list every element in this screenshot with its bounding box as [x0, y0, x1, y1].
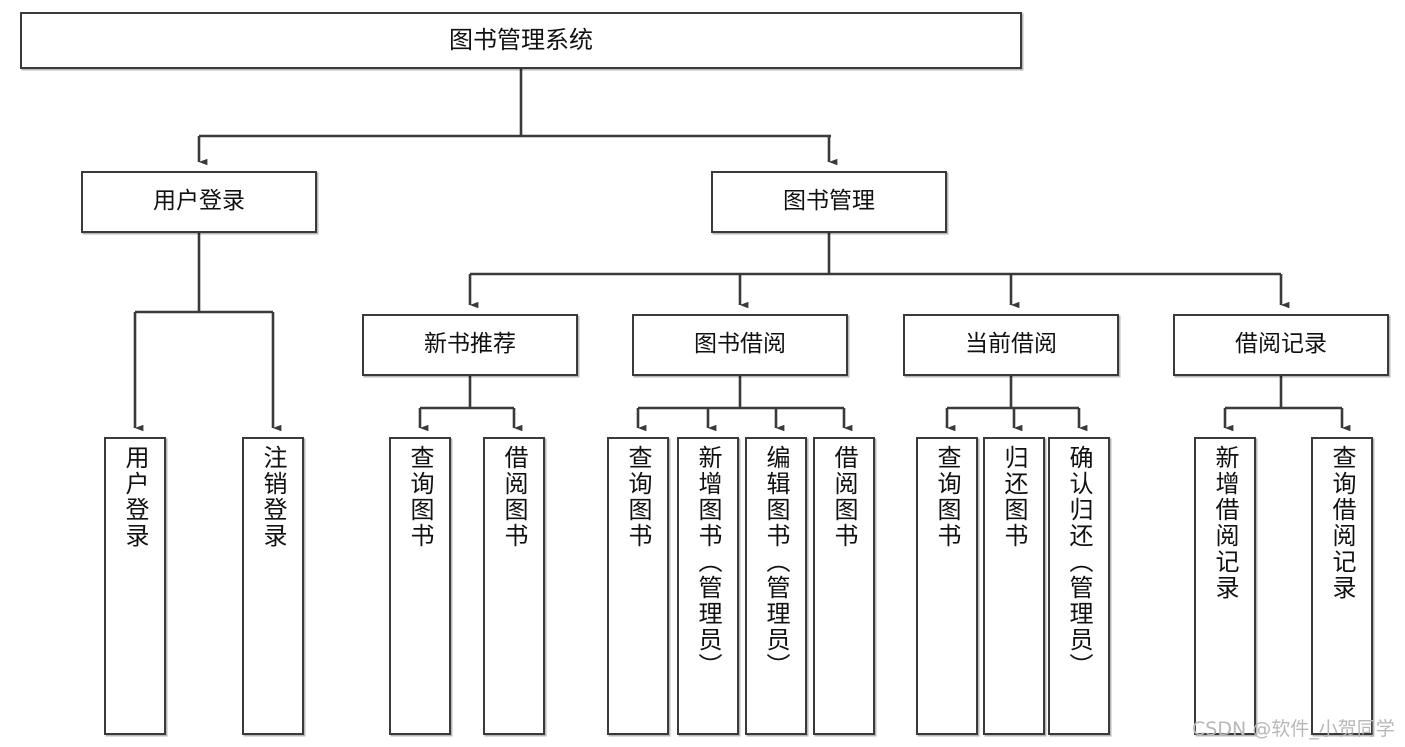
- leaf-node-label: 查询图书: [933, 445, 961, 549]
- leaf-node[interactable]: 查询图书: [607, 437, 669, 735]
- leaf-node[interactable]: 借阅图书: [813, 437, 875, 735]
- csdn-watermark: CSDN @软件_小贺同学: [1192, 718, 1395, 740]
- leaf-node[interactable]: 确认归还（管理员）: [1048, 437, 1110, 735]
- leaf-node-label: 编辑图书（管理员）: [762, 445, 790, 679]
- leaf-node[interactable]: 新增图书（管理员）: [677, 437, 739, 735]
- node-level3-current-borrow[interactable]: 当前借阅: [903, 314, 1119, 376]
- leaf-node-label: 确认归还（管理员）: [1065, 445, 1093, 679]
- leaf-node[interactable]: 注销登录: [242, 437, 304, 735]
- leaf-node-label: 借阅图书: [500, 445, 528, 549]
- node-level2-user-login-label: 用户登录: [153, 188, 245, 215]
- leaf-node-label: 借阅图书: [830, 445, 858, 549]
- leaf-node[interactable]: 查询借阅记录: [1311, 437, 1373, 735]
- node-level3-book-borrow[interactable]: 图书借阅: [632, 314, 848, 376]
- leaf-node[interactable]: 借阅图书: [483, 437, 545, 735]
- leaf-node[interactable]: 归还图书: [983, 437, 1045, 735]
- leaf-node-label: 查询图书: [406, 445, 434, 549]
- node-level3-book-borrow-label: 图书借阅: [694, 331, 786, 358]
- node-level2-user-login[interactable]: 用户登录: [81, 171, 317, 233]
- node-level3-borrow-record[interactable]: 借阅记录: [1173, 314, 1389, 376]
- leaf-node-label: 新增图书（管理员）: [694, 445, 722, 679]
- node-level2-book-management-label: 图书管理: [783, 188, 875, 215]
- node-level3-new-book-recommend-label: 新书推荐: [424, 331, 516, 358]
- node-root-label: 图书管理系统: [449, 26, 593, 55]
- leaf-node-label: 用户登录: [121, 445, 149, 549]
- leaf-node-label: 查询借阅记录: [1328, 445, 1356, 601]
- leaf-node[interactable]: 编辑图书（管理员）: [745, 437, 807, 735]
- leaf-node-label: 新增借阅记录: [1211, 445, 1239, 601]
- leaf-node[interactable]: 新增借阅记录: [1194, 437, 1256, 735]
- node-level3-current-borrow-label: 当前借阅: [965, 331, 1057, 358]
- leaf-node[interactable]: 用户登录: [104, 437, 166, 735]
- leaf-node-label: 查询图书: [624, 445, 652, 549]
- node-root[interactable]: 图书管理系统: [20, 12, 1022, 69]
- node-level3-borrow-record-label: 借阅记录: [1235, 331, 1327, 358]
- node-level3-new-book-recommend[interactable]: 新书推荐: [362, 314, 578, 376]
- node-level2-book-management[interactable]: 图书管理: [711, 171, 947, 233]
- leaf-node-label: 归还图书: [1000, 445, 1028, 549]
- leaf-node[interactable]: 查询图书: [916, 437, 978, 735]
- leaf-node[interactable]: 查询图书: [389, 437, 451, 735]
- leaf-node-label: 注销登录: [259, 445, 287, 549]
